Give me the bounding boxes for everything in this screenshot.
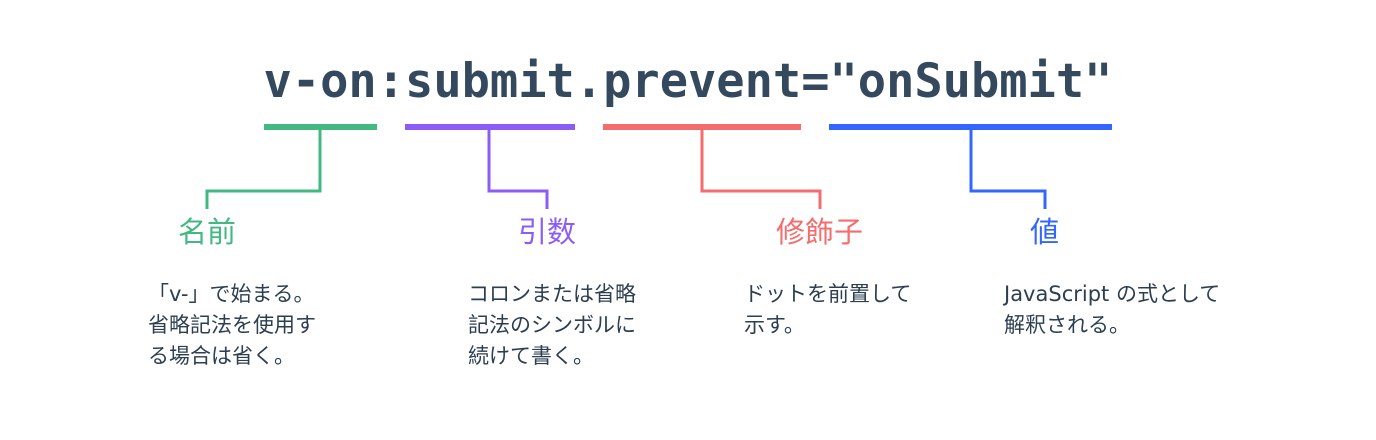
description-line: 記法のシンボルに [468,313,636,337]
description-name: 「v-」で始まる。 省略記法を使用す る場合は省く。 [148,279,316,372]
label-modifiers: 修飾子 [776,215,864,249]
code-segment-colon-separator: : [376,54,406,109]
connector-name [205,128,322,209]
description-line: 「v-」で始まる。 [148,282,315,306]
description-line: ドットを前置して [744,282,912,306]
code-segment-equals-separator: = [801,54,830,109]
description-value: JavaScript の式として 解釈される。 [1004,279,1220,341]
description-line: JavaScript の式として [1004,282,1221,306]
code-snippet: v-on:submit.prevent="onSubmit" [0,56,1376,130]
connector-modifiers [700,128,822,209]
connector-argument [487,128,549,209]
connector-value [969,128,1047,209]
code-segment-directive-name: v-on [263,56,377,130]
description-modifiers: ドットを前置して 示す。 [744,279,911,341]
code-segment-modifiers: prevent [603,56,802,130]
code-segment-argument: submit [405,56,575,130]
label-argument: 引数 [518,215,577,249]
description-line: 続けて書く。 [468,344,594,368]
description-argument: コロンまたは省略 記法のシンボルに 続けて書く。 [468,279,636,372]
description-line: る場合は省く。 [148,344,295,368]
label-value: 値 [1030,215,1060,249]
code-segment-value: "onSubmit" [829,56,1113,130]
description-line: 解釈される。 [1004,313,1130,337]
label-name: 名前 [178,215,237,249]
description-line: 省略記法を使用す [148,313,316,337]
code-segment-dot-separator: . [574,54,604,109]
description-line: 示す。 [744,313,805,337]
description-line: コロンまたは省略 [468,282,636,306]
